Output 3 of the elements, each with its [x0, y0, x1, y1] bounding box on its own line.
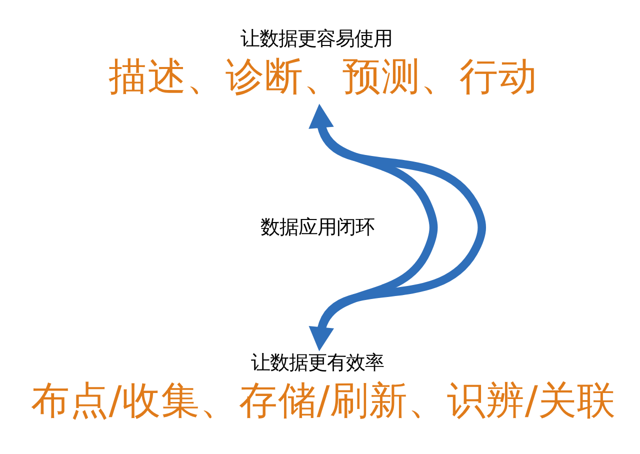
node-text: 让数据更有效率 布点/收集、存储/刷新、识辨/关联: [30, 350, 616, 423]
node-text: 让数据更容易使用 描述、诊断、预测、行动: [108, 26, 538, 100]
node-text: 数据应用闭环: [260, 214, 374, 238]
